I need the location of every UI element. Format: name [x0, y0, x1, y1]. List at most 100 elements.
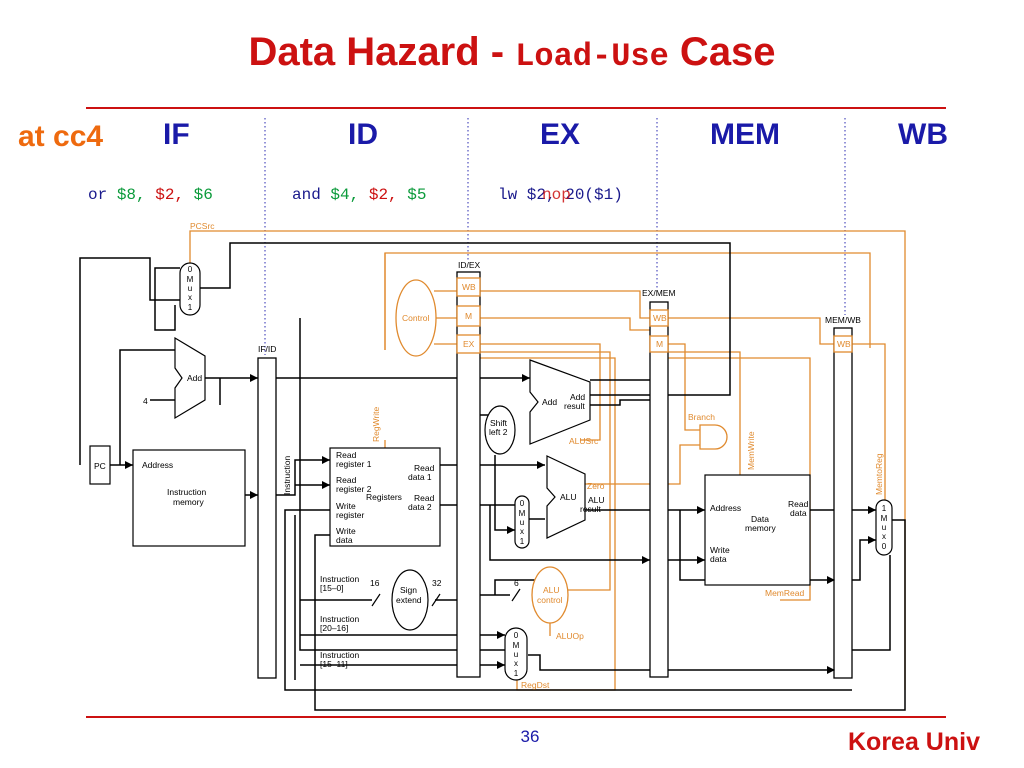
- instruction-if: or $8, $2, $6: [88, 186, 213, 204]
- instruction-ex-nop: nop: [542, 186, 571, 204]
- write-data-a: Write: [336, 526, 356, 536]
- aluop-label: ALUOp: [556, 631, 584, 641]
- instruction-ex: lw $2, 20($1): [498, 186, 623, 204]
- stage-wb: WB: [898, 118, 948, 151]
- regdst-mux-0: 0: [514, 631, 519, 640]
- read-data2-b: data 2: [408, 502, 432, 512]
- pc-mux-0: 0: [188, 265, 193, 274]
- zero-label: Zero: [587, 481, 605, 491]
- shift-a: Shift: [490, 418, 508, 428]
- imem-address-label: Address: [142, 460, 173, 470]
- exmem-wb-label: WB: [653, 313, 667, 323]
- registers-label: Registers: [366, 492, 402, 502]
- instruction-id: and $4, $2, $5: [292, 186, 427, 204]
- stage-id: ID: [348, 118, 378, 151]
- stage-if: IF: [163, 118, 190, 151]
- sign-extend-b: extend: [396, 595, 422, 605]
- read-reg2-b: register 2: [336, 484, 372, 494]
- alu-mux-0: 0: [520, 499, 525, 508]
- imem-label-2: memory: [173, 497, 204, 507]
- alu-mux-m: M: [519, 509, 526, 518]
- bottom-rule: [86, 716, 946, 718]
- stage-ex: EX: [540, 118, 581, 151]
- memtoreg-label: MemtoReg: [874, 453, 884, 495]
- instr-20-16-b: [20–16]: [320, 623, 348, 633]
- dmem-write-b: data: [710, 554, 727, 564]
- read-reg1-b: register 1: [336, 459, 372, 469]
- dmem-label-2: memory: [745, 523, 776, 533]
- instruction-bus-label: Instruction: [282, 456, 292, 495]
- bits-16-label: 16: [370, 578, 380, 588]
- read-data1-b: data 1: [408, 472, 432, 482]
- read-data-a: Read: [788, 499, 809, 509]
- dmem-label-1: Data: [751, 514, 769, 524]
- write-reg-b: register: [336, 510, 365, 520]
- read-data-b: data: [790, 508, 807, 518]
- alu-mux-1: 1: [520, 537, 525, 546]
- alu-mux-u: u: [520, 518, 524, 527]
- memwb-wb-label: WB: [837, 339, 851, 349]
- dmem-address-label: Address: [710, 503, 741, 513]
- page-title: Data Hazard - Load-Use Case: [248, 30, 776, 75]
- exmem-label: EX/MEM: [642, 288, 676, 298]
- write-reg-a: Write: [336, 501, 356, 511]
- four-label: 4: [143, 396, 148, 406]
- exmem-m-label: M: [656, 339, 663, 349]
- pc-mux-m: M: [187, 275, 194, 284]
- alusrc-label: ALUSrc: [569, 436, 599, 446]
- alu-label: ALU: [560, 492, 577, 502]
- regdst-mux-1: 1: [514, 669, 519, 678]
- wb-mux-u: u: [882, 523, 886, 532]
- sign-extend-a: Sign: [400, 585, 417, 595]
- idex-label: ID/EX: [458, 260, 481, 270]
- pc-label: PC: [94, 461, 106, 471]
- wb-mux-0: 0: [882, 542, 887, 551]
- instr-20-16-a: Instruction: [320, 614, 359, 624]
- alu-mux-x: x: [520, 527, 524, 536]
- pcsrc-label: PCSrc: [190, 221, 215, 231]
- idex-ex-label: EX: [463, 339, 475, 349]
- instr-15-11-b: [15–11]: [320, 659, 348, 669]
- alu-control-b: control: [537, 595, 563, 605]
- add-result-b: result: [564, 401, 585, 411]
- imem-label-1: Instruction: [167, 487, 206, 497]
- branch-add-label: Add: [542, 397, 557, 407]
- alu-result-b: result: [580, 504, 601, 514]
- regdst-mux-x: x: [514, 659, 518, 668]
- alu-result-a: ALU: [588, 495, 605, 505]
- read-reg1-a: Read: [336, 450, 357, 460]
- stage-mem: MEM: [710, 118, 780, 151]
- read-data2-a: Read: [414, 493, 435, 503]
- regdst-label: RegDst: [521, 680, 550, 690]
- write-data-b: data: [336, 535, 353, 545]
- memwb-label: MEM/WB: [825, 315, 861, 325]
- read-data1-a: Read: [414, 463, 435, 473]
- read-reg2-a: Read: [336, 475, 357, 485]
- instr-15-0-b: [15–0]: [320, 583, 344, 593]
- branch-label: Branch: [688, 412, 715, 422]
- regdst-mux-u: u: [514, 650, 518, 659]
- memwrite-label: MemWrite: [746, 431, 756, 470]
- cycle-label: at cc4: [18, 120, 104, 153]
- add-result-a: Add: [570, 392, 585, 402]
- pc-mux-u: u: [188, 284, 192, 293]
- wb-mux-x: x: [882, 532, 886, 541]
- regdst-mux-m: M: [513, 641, 520, 650]
- bits-32-label: 32: [432, 578, 442, 588]
- pc-mux-x: x: [188, 293, 192, 302]
- page-number: 36: [520, 727, 540, 746]
- control-label: Control: [402, 313, 430, 323]
- wb-mux-m: M: [881, 514, 888, 523]
- wb-mux-1: 1: [882, 504, 887, 513]
- shift-b: left 2: [489, 427, 508, 437]
- instr-15-0-a: Instruction: [320, 574, 359, 584]
- dmem-write-a: Write: [710, 545, 730, 555]
- instr-15-11-a: Instruction: [320, 650, 359, 660]
- footer-university: Korea Univ: [848, 728, 980, 756]
- pc-add-label: Add: [187, 373, 202, 383]
- memread-label: MemRead: [765, 588, 804, 598]
- idex-wb-label: WB: [462, 282, 476, 292]
- ifid-label: IF/ID: [258, 344, 276, 354]
- regwrite-label: RegWrite: [371, 406, 381, 442]
